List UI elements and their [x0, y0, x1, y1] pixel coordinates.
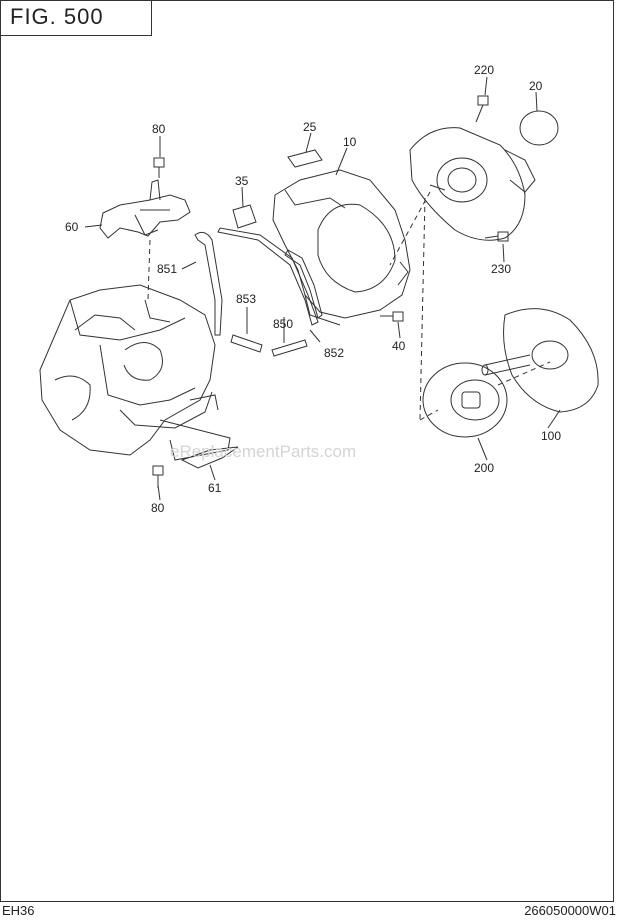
part-code-label: 266050000W01 [524, 903, 616, 918]
model-label: EH36 [2, 903, 35, 918]
cap-20 [519, 110, 559, 146]
seal-851 [194, 231, 223, 336]
callout-200: 200 [474, 461, 494, 475]
plate-35 [232, 204, 257, 229]
callout-80-bottom: 80 [151, 501, 165, 515]
callout-60: 60 [65, 220, 79, 234]
callout-100: 100 [541, 429, 561, 443]
callout-25: 25 [303, 120, 317, 134]
callout-851: 851 [157, 262, 177, 276]
callout-20: 20 [529, 79, 543, 93]
pulley-200 [422, 362, 508, 438]
bolt-40-icon [380, 311, 404, 322]
callout-230: 230 [491, 262, 511, 276]
callout-40: 40 [392, 339, 406, 353]
callout-35: 35 [235, 174, 249, 188]
seal-853 [230, 334, 263, 353]
seal-850 [217, 227, 319, 326]
seal-852 [284, 249, 323, 319]
label-plate-25 [287, 149, 323, 168]
engine-block [39, 284, 231, 461]
shroud-61 [180, 446, 239, 469]
bolt-230-icon [484, 231, 509, 242]
callout-10: 10 [343, 135, 357, 149]
seal-850b [271, 339, 308, 357]
blower-housing-10 [272, 169, 411, 326]
figure-title-box: FIG. 500 [0, 0, 152, 36]
diagram-frame [0, 0, 614, 902]
assembly-lines [147, 191, 551, 421]
callout-852: 852 [324, 346, 344, 360]
callout-80-top: 80 [152, 122, 166, 136]
callout-850: 850 [273, 317, 293, 331]
callout-61: 61 [208, 481, 222, 495]
bracket-60 [99, 179, 191, 239]
bolt-80-top-icon [153, 157, 165, 178]
bolt-80-bottom-icon [152, 465, 164, 488]
watermark: eReplacementParts.com [170, 442, 356, 461]
leader-lines [84, 76, 561, 501]
cover-100 [481, 308, 599, 413]
callout-220: 220 [474, 63, 494, 77]
bolt-220-icon [475, 95, 489, 123]
recoil-starter [409, 127, 536, 241]
callout-853: 853 [236, 292, 256, 306]
figure-title: FIG. 500 [10, 4, 104, 29]
